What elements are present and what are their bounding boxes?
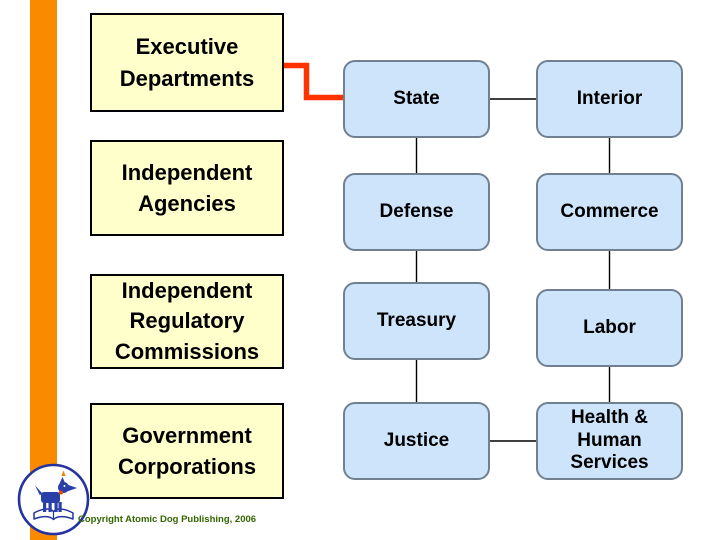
- dept-box-treasury: Treasury: [343, 282, 490, 360]
- dept-box-labor: Labor: [536, 289, 683, 367]
- accent-bar: [30, 0, 57, 540]
- atomic-dog-logo: [16, 462, 91, 537]
- category-box-executive-departments: Executive Departments: [90, 13, 284, 112]
- dept-box-defense: Defense: [343, 173, 490, 251]
- atomic-dog-logo-icon: [17, 463, 90, 536]
- dept-box-state: State: [343, 60, 490, 138]
- dept-box-commerce: Commerce: [536, 173, 683, 251]
- category-box-government-corporations: Government Corporations: [90, 403, 284, 499]
- dept-box-justice: Justice: [343, 402, 490, 480]
- category-box-independent-regulatory-commissions: Independent Regulatory Commissions: [90, 274, 284, 369]
- copyright-text: Copyright Atomic Dog Publishing, 2006: [78, 514, 257, 525]
- red-connector-executive-to-state: [284, 62, 343, 101]
- category-box-independent-agencies: Independent Agencies: [90, 140, 284, 236]
- dept-box-interior: Interior: [536, 60, 683, 138]
- dept-box-health-human-services: Health & Human Services: [536, 402, 683, 480]
